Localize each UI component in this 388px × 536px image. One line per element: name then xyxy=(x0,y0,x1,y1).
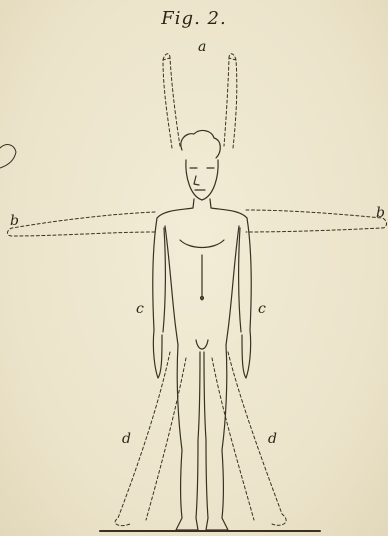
head xyxy=(186,160,218,200)
label-d-left: d xyxy=(122,432,131,446)
spread-legs-outline xyxy=(115,352,286,526)
label-b-right: b xyxy=(376,206,385,220)
nose xyxy=(194,176,199,185)
standing-figure xyxy=(153,131,251,530)
label-b-left: b xyxy=(10,214,19,228)
hair xyxy=(181,131,220,158)
pelvis xyxy=(196,340,208,349)
label-c-right: c xyxy=(258,302,266,316)
label-a: a xyxy=(198,40,206,54)
label-d-right: d xyxy=(268,432,277,446)
outstretched-arms-outline xyxy=(8,210,387,236)
raised-arms-outline xyxy=(163,54,237,148)
label-c-left: c xyxy=(136,302,144,316)
chest xyxy=(180,240,224,248)
hand-fragment xyxy=(0,145,16,168)
